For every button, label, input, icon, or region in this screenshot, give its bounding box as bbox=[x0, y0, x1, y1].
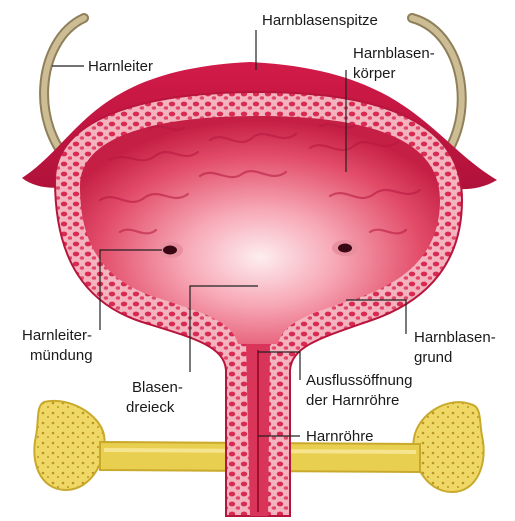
label-harnleiter: Harnleiter bbox=[88, 58, 153, 75]
label-harnblasenkoerper-1: Harnblasen- bbox=[353, 45, 435, 62]
label-harnblasengrund-1: Harnblasen- bbox=[414, 329, 496, 346]
label-ausflussoeffnung-2: der Harnröhre bbox=[306, 392, 399, 409]
label-blasendreieck-1: Blasen- bbox=[132, 379, 183, 396]
label-harnblasenkoerper-2: körper bbox=[353, 65, 396, 82]
label-ausflussoeffnung-1: Ausflussöffnung bbox=[306, 372, 412, 389]
label-harnroehre: Harnröhre bbox=[306, 428, 374, 445]
label-blasendreieck-2: dreieck bbox=[126, 399, 175, 416]
label-harnblasenspitze: Harnblasenspitze bbox=[262, 12, 378, 29]
label-harnleitermuendung-2: mündung bbox=[30, 347, 93, 364]
label-harnblasengrund-2: grund bbox=[414, 349, 452, 366]
label-harnleitermuendung-1: Harnleiter- bbox=[22, 327, 92, 344]
